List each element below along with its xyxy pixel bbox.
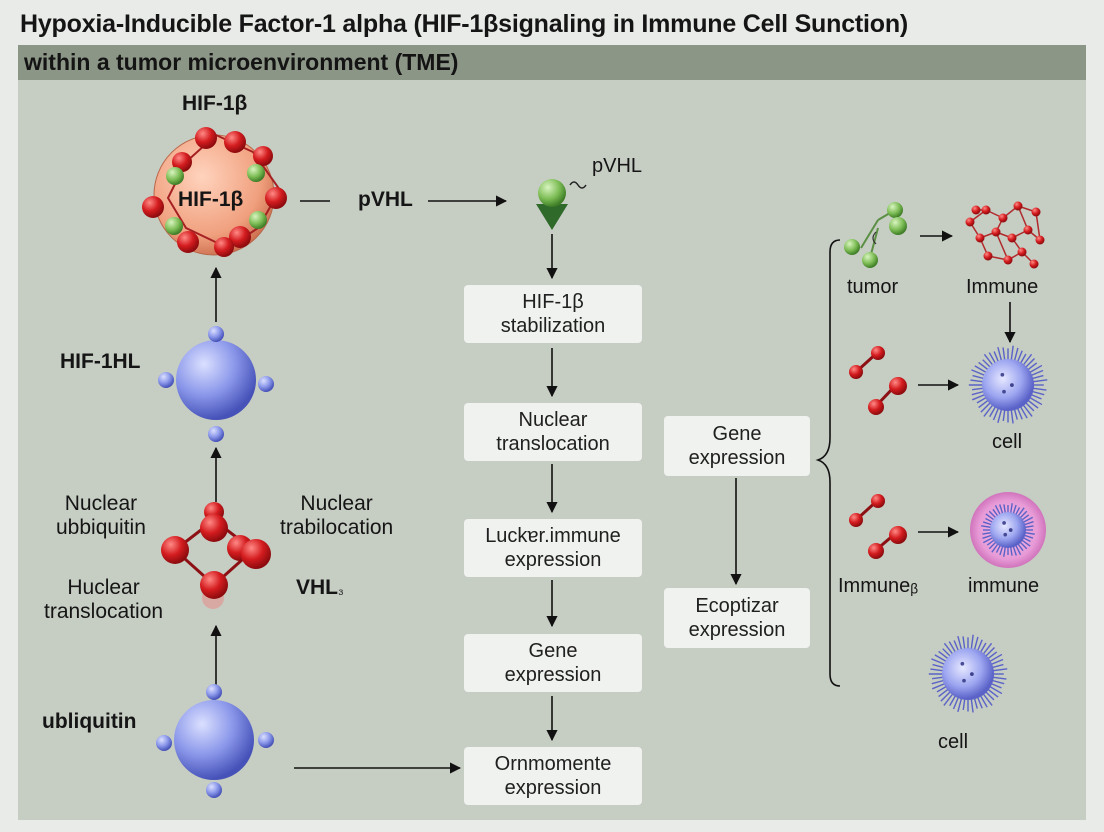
- hif1hl-label: HIF-1HL: [60, 350, 141, 373]
- nuclear-ubiquitin-label: Nuclear ubbiquitin: [56, 492, 146, 539]
- pvhl-arrow-label: pVHL: [358, 188, 413, 211]
- cell-label-2: cell: [938, 731, 969, 753]
- diagram-panel: HIF-1β HIF-1β pVHL HIF-1HL Nuclear ubbiq…: [18, 80, 1086, 820]
- red-atom: [195, 127, 217, 149]
- red-atom: [142, 196, 164, 218]
- immune-label-2: immune: [968, 575, 1040, 597]
- red-atom: [214, 237, 234, 257]
- red-atom: [172, 152, 192, 172]
- green-atom: [247, 164, 265, 182]
- immune-network: [965, 201, 1045, 269]
- page-subtitle: within a tumor microenvironment (TME): [24, 49, 459, 75]
- hif1hl-sphere: [158, 326, 274, 442]
- hif1b-top-label: HIF-1β: [182, 92, 248, 115]
- tumor-molecule: [844, 202, 907, 268]
- green-atom: [166, 167, 184, 185]
- cell-label-1: cell: [992, 431, 1023, 453]
- immune-label: Immune: [966, 276, 1039, 298]
- red-atom: [229, 226, 251, 248]
- red-atom: [177, 231, 199, 253]
- red-dimer-2: [849, 494, 907, 559]
- spiky-immune-cell: [968, 345, 1048, 424]
- huclear-translocation-label: Huclear translocation: [44, 576, 164, 623]
- green-atom: [165, 217, 183, 235]
- subtitle-bar: within a tumor microenvironment (TME): [18, 45, 1086, 80]
- page-title: Hypoxia-Inducible Factor-1 alpha (HIF-1β…: [20, 10, 909, 38]
- red-dimer-1: [849, 346, 907, 415]
- right-brace: [815, 239, 841, 687]
- red-atom: [253, 146, 273, 166]
- ubiquitin-label: ubliquitin: [42, 710, 137, 733]
- pink-immune-cell: [970, 492, 1046, 568]
- vhl-label: VHL₃: [296, 576, 344, 599]
- pvhl-marker: [536, 179, 587, 230]
- tumor-label: tumor: [847, 276, 899, 298]
- ubiquitin-cluster: [161, 502, 271, 609]
- hif1b-complex: [142, 127, 287, 257]
- immune-b-label: Immuneᵦ: [838, 575, 918, 597]
- ubiquitin-sphere: [156, 684, 274, 798]
- diagram-canvas: [142, 127, 1048, 798]
- green-atom: [249, 211, 267, 229]
- pvhl-marker-label: pVHL: [592, 155, 643, 177]
- hif1b-complex-label: HIF-1β: [178, 188, 244, 211]
- red-atom: [265, 187, 287, 209]
- spiky-cell-bottom: [928, 634, 1008, 713]
- nuclear-trabilocation-label: Nuclear trabilocation: [280, 492, 394, 539]
- red-atom: [224, 131, 246, 153]
